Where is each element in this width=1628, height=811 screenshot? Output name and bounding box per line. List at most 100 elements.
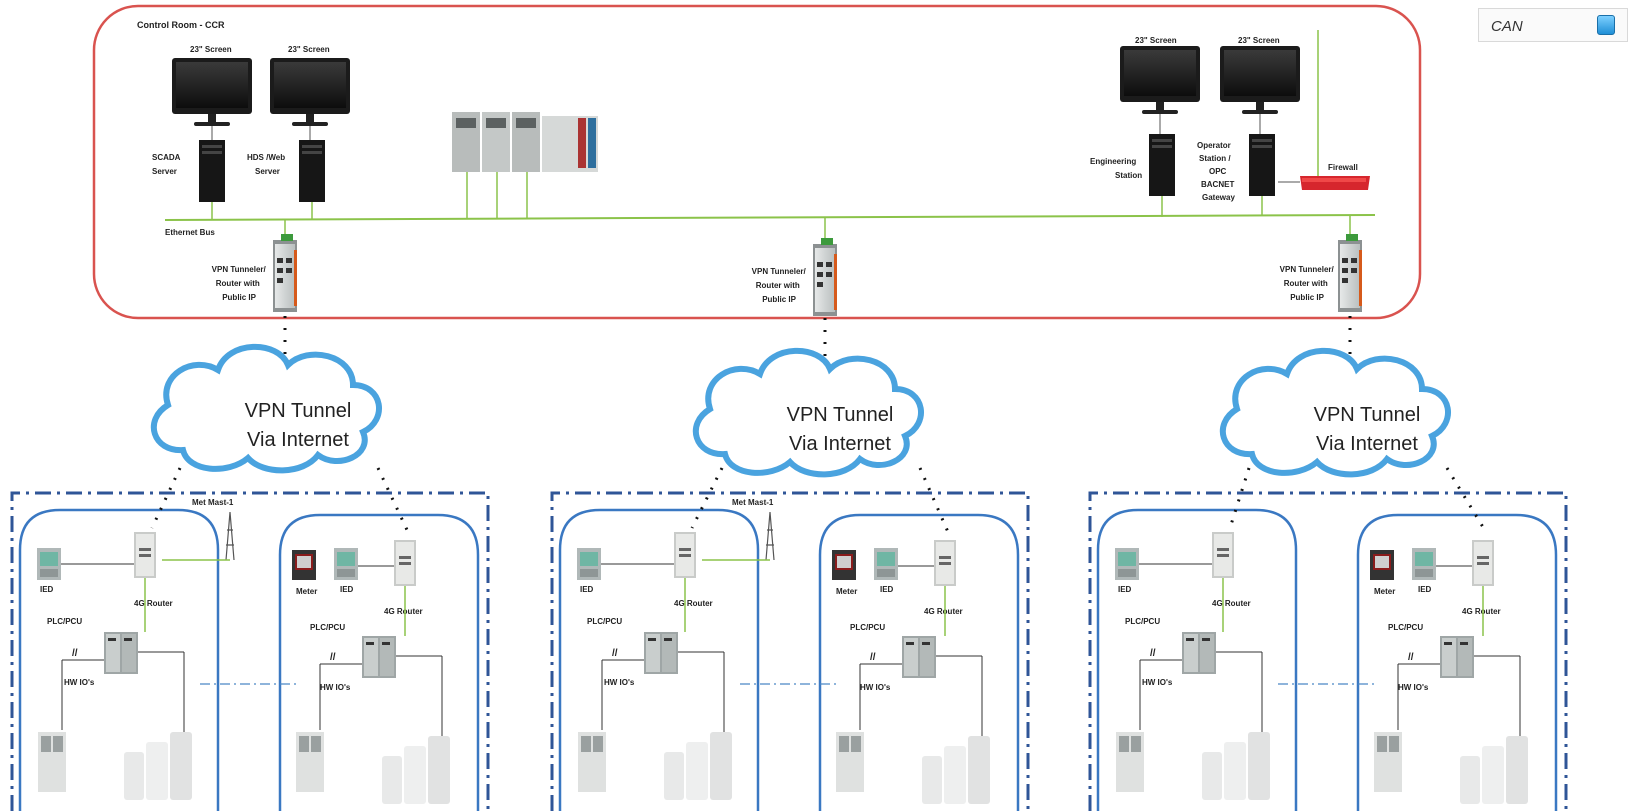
meter-label: Meter — [836, 587, 857, 596]
hw-io-label: HW IO's — [1398, 683, 1429, 692]
hw-io-marker: // — [870, 652, 876, 663]
cabinet-icon — [1116, 732, 1144, 792]
site-box-left — [18, 508, 220, 811]
cloud-2-line2: Via Internet — [789, 433, 891, 455]
hw-io-marker: // — [1408, 652, 1414, 663]
hds-label: HDS /Web Server — [247, 153, 287, 176]
hw-io-label: HW IO's — [1142, 678, 1173, 687]
cabinet-icon — [38, 732, 66, 792]
plc-icon — [1182, 632, 1216, 674]
control-room-title: Control Room - CCR — [137, 20, 225, 30]
drive-icon — [1202, 732, 1270, 800]
plc-label: PLC/PCU — [587, 617, 622, 626]
router-4g-icon — [134, 532, 156, 578]
legend: CAN — [1478, 8, 1628, 42]
vpn-link — [690, 467, 724, 529]
met-mast-label: Met Mast-1 — [192, 498, 234, 507]
ied-icon — [334, 548, 358, 580]
ied-label: IED — [1418, 585, 1432, 594]
ied-label: IED — [40, 585, 54, 594]
vpn-router-icon — [273, 234, 297, 312]
screen-label-3: 23" Screen — [1135, 36, 1177, 45]
monitor-icon — [270, 58, 350, 126]
legend-label: CAN — [1491, 18, 1523, 35]
engineering-label: Engineering Station — [1090, 157, 1142, 180]
drive-icon — [664, 732, 732, 800]
cloud-3-line2: Via Internet — [1316, 433, 1418, 455]
site-zone-boundary — [10, 491, 490, 811]
hw-io-marker: // — [612, 648, 618, 659]
hw-io-marker: // — [1150, 648, 1156, 659]
vpn-router-icon — [1338, 234, 1362, 312]
vpn-link — [1445, 467, 1488, 533]
router-4g-icon — [1212, 532, 1234, 578]
hw-io-marker: // — [330, 652, 336, 663]
drive-icon — [922, 736, 990, 804]
router-4g-label: 4G Router — [384, 607, 423, 616]
meter-label: Meter — [296, 587, 317, 596]
cabinet-icon — [836, 732, 864, 792]
ied-label: IED — [580, 585, 594, 594]
vpn-link — [376, 467, 410, 533]
site-box-right — [818, 513, 1020, 811]
control-room-boundary — [92, 4, 1422, 320]
monitor-icon — [172, 58, 252, 126]
hw-io-label: HW IO's — [64, 678, 95, 687]
screen-label-4: 23" Screen — [1238, 36, 1280, 45]
hw-io-label: HW IO's — [860, 683, 891, 692]
plc-label: PLC/PCU — [310, 623, 345, 632]
monitor-icon — [1220, 46, 1300, 114]
firewall-label: Firewall — [1328, 163, 1358, 172]
screen-label-1: 23" Screen — [190, 45, 232, 54]
ied-icon — [577, 548, 601, 580]
cabinet-icon — [578, 732, 606, 792]
screen-label-2: 23" Screen — [288, 45, 330, 54]
site-box-right — [1356, 513, 1558, 811]
ied-icon — [1115, 548, 1139, 580]
meter-label: Meter — [1374, 587, 1395, 596]
router-4g-icon — [394, 540, 416, 586]
can-icon — [1597, 15, 1615, 35]
router-4g-label: 4G Router — [1212, 599, 1251, 608]
hds-server-icon — [299, 140, 325, 202]
plc-label: PLC/PCU — [1388, 623, 1423, 632]
vpn-router-label-2: VPN Tunneler/ Router with Public IP — [752, 267, 808, 304]
ethernet-bus — [164, 214, 1376, 221]
vpn-link — [918, 467, 950, 533]
plc-icon — [1440, 636, 1474, 678]
vpn-router-label-3: VPN Tunneler/ Router with Public IP — [1280, 265, 1336, 302]
controller-rack-icon — [452, 112, 598, 172]
met-mast-icon — [765, 511, 775, 561]
plc-label: PLC/PCU — [47, 617, 82, 626]
cloud-1-line1: VPN Tunnel — [245, 400, 352, 422]
drive-icon — [382, 736, 450, 804]
router-4g-label: 4G Router — [134, 599, 173, 608]
scada-label: SCADA Server — [152, 153, 182, 176]
cloud-1-line2: Via Internet — [247, 429, 349, 451]
plc-icon — [902, 636, 936, 678]
scada-server-icon — [199, 140, 225, 202]
plc-label: PLC/PCU — [1125, 617, 1160, 626]
router-4g-icon — [934, 540, 956, 586]
plc-icon — [104, 632, 138, 674]
engineering-station-icon — [1149, 134, 1175, 196]
ied-icon — [1412, 548, 1436, 580]
ied-label: IED — [1118, 585, 1132, 594]
site-box-left — [558, 508, 760, 811]
ied-icon — [37, 548, 61, 580]
drive-icon — [124, 732, 192, 800]
plc-label: PLC/PCU — [850, 623, 885, 632]
hw-io-label: HW IO's — [320, 683, 351, 692]
ied-label: IED — [340, 585, 354, 594]
firewall-icon — [1300, 176, 1370, 190]
meter-icon — [832, 550, 856, 580]
operator-station-icon — [1249, 134, 1275, 196]
vpn-link — [150, 467, 182, 529]
router-4g-label: 4G Router — [1462, 607, 1501, 616]
drive-icon — [1460, 736, 1528, 804]
site-box-right — [278, 513, 480, 811]
